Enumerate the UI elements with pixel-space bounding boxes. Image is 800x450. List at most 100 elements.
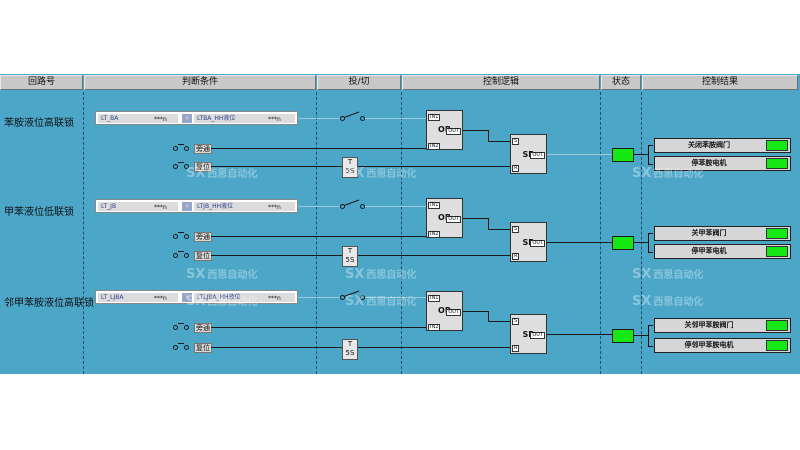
contact-bar <box>178 144 184 145</box>
bypass-contact[interactable] <box>173 234 178 239</box>
condition-bar: LT_JB***n›LTJB_HH液位***n <box>95 199 298 213</box>
signal-wire <box>365 206 427 207</box>
logic-wire <box>488 321 510 322</box>
result-led <box>766 340 788 351</box>
arrow-right-icon: › <box>182 114 192 123</box>
result-box[interactable]: 关闭苯胺阀门 <box>654 138 791 153</box>
contact-bar <box>178 162 184 163</box>
reset-contact[interactable] <box>173 253 178 258</box>
switch-contact[interactable] <box>360 116 365 121</box>
reset-contact[interactable] <box>173 164 178 169</box>
switch-contact[interactable] <box>360 204 365 209</box>
condition-tag-left: LT_BA***n <box>98 114 178 123</box>
bypass-contact[interactable] <box>173 325 178 330</box>
signal-wire <box>298 118 340 119</box>
bypass-tag[interactable]: 旁通 <box>194 232 212 242</box>
sr-pin-s: S <box>512 226 520 233</box>
condition-bar: LT_BA***n ›LTBA_HH液位***n <box>95 111 298 125</box>
bypass-contact[interactable] <box>173 146 178 151</box>
condition-value-left: ***n <box>154 204 167 211</box>
reset-tag[interactable]: 复位 <box>194 251 212 261</box>
result-box[interactable]: 关邻甲苯胺阀门 <box>654 318 791 333</box>
header-condition: 判断条件 <box>84 75 316 90</box>
or-pin-in2: IN2 <box>428 231 441 238</box>
switch-contact[interactable] <box>340 204 345 209</box>
condition-tag-right: LTBA_HH液位***n <box>194 114 295 123</box>
header-bar: 回路号 判断条件 投/切 控制逻辑 状态 控制结果 <box>0 74 800 92</box>
status-indicator <box>612 148 634 162</box>
watermark-logo: SX <box>345 267 365 282</box>
bypass-contact[interactable] <box>184 234 189 239</box>
result-box[interactable]: 停甲苯电机 <box>654 244 791 259</box>
status-indicator <box>612 329 634 343</box>
row-label: 苯胺液位高联锁 <box>4 118 74 129</box>
watermark-text: 西思自动化 <box>653 297 704 308</box>
or-pin-out: OUT <box>446 128 461 135</box>
header-logic: 控制逻辑 <box>402 75 600 90</box>
timer-duration: 5S <box>345 349 355 357</box>
output-wire <box>634 154 648 155</box>
result-label: 停苯胺电机 <box>691 159 727 167</box>
watermark-logo: SX <box>345 166 365 181</box>
result-label: 关甲苯阀门 <box>691 229 727 237</box>
sr-pin-out: OUT <box>530 152 545 159</box>
watermark-text: 西思自动化 <box>653 169 704 180</box>
sr-pin-r: R <box>512 345 520 352</box>
reset-contact[interactable] <box>184 253 189 258</box>
signal-wire <box>365 118 427 119</box>
bypass-contact[interactable] <box>184 146 189 151</box>
switch-contact[interactable] <box>340 295 345 300</box>
reset-contact[interactable] <box>184 345 189 350</box>
bypass-tag[interactable]: 旁通 <box>194 323 212 333</box>
column-divider <box>316 92 317 374</box>
timer-label: T <box>347 247 353 255</box>
reset-tag[interactable]: 复位 <box>194 343 212 353</box>
reset-tag[interactable]: 复位 <box>194 162 212 172</box>
timer-label: T <box>347 158 353 166</box>
or-pin-in2: IN2 <box>428 143 441 150</box>
contact-bar <box>178 232 184 233</box>
signal-wire <box>298 206 340 207</box>
switch-contact[interactable] <box>360 295 365 300</box>
condition-tag-left: LT_LJBA***n <box>98 293 178 302</box>
bypass-contact[interactable] <box>184 325 189 330</box>
watermark-logo: SX <box>186 166 206 181</box>
result-box[interactable]: 停苯胺电机 <box>654 156 791 171</box>
watermark-text: 西思自动化 <box>207 169 258 180</box>
header-circuit-no: 回路号 <box>0 75 83 90</box>
result-box[interactable]: 停邻甲苯胺电机 <box>654 338 791 353</box>
output-wire <box>634 242 648 243</box>
watermark-text: 西思自动化 <box>207 297 258 308</box>
condition-tag-left-label: LT_JB <box>101 203 117 210</box>
bypass-tag[interactable]: 旁通 <box>194 144 212 154</box>
condition-tag-left: LT_JB ***n <box>98 202 178 211</box>
reset-contact[interactable] <box>173 345 178 350</box>
watermark-logo: SX <box>632 166 652 181</box>
reset-contact[interactable] <box>184 164 189 169</box>
watermark-text: 西思自动化 <box>366 297 417 308</box>
bypass-wire <box>211 236 427 237</box>
watermark-logo: SX <box>632 267 652 282</box>
timer-duration: 5S <box>345 256 355 264</box>
sr-pin-s: S <box>512 138 520 145</box>
result-box[interactable]: 关甲苯阀门 <box>654 226 791 241</box>
result-label: 关闭苯胺阀门 <box>688 141 730 149</box>
header-switch: 投/切 <box>317 75 401 90</box>
watermark-text: 西思自动化 <box>653 270 704 281</box>
sr-pin-out: OUT <box>530 332 545 339</box>
header-status: 状态 <box>601 75 641 90</box>
signal-wire <box>298 297 340 298</box>
switch-contact[interactable] <box>340 116 345 121</box>
column-divider <box>83 92 84 374</box>
reset-wire <box>211 255 510 256</box>
